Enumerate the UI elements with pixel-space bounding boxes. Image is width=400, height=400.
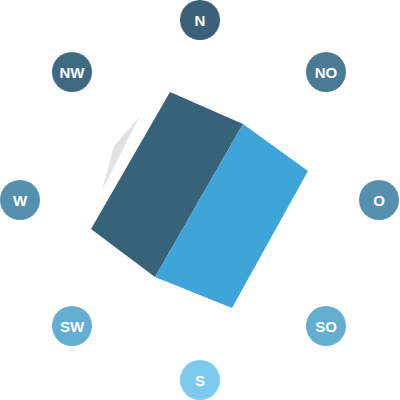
direction-label: SW (60, 319, 84, 334)
direction-badge: SW (52, 306, 92, 346)
direction-badge: O (359, 180, 399, 220)
direction-badge: W (0, 180, 40, 220)
direction-label: S (195, 373, 205, 388)
direction-badge: NW (52, 52, 92, 92)
direction-badge: SO (306, 306, 346, 346)
cube-light-face (155, 124, 308, 308)
direction-badge: NO (306, 52, 346, 92)
direction-label: SO (315, 319, 337, 334)
direction-label: N (195, 13, 206, 28)
direction-badge: N (180, 0, 220, 40)
direction-label: NW (60, 65, 85, 80)
direction-label: O (373, 193, 385, 208)
direction-badge: S (180, 360, 220, 400)
direction-label: NO (315, 65, 338, 80)
direction-label: W (13, 193, 27, 208)
